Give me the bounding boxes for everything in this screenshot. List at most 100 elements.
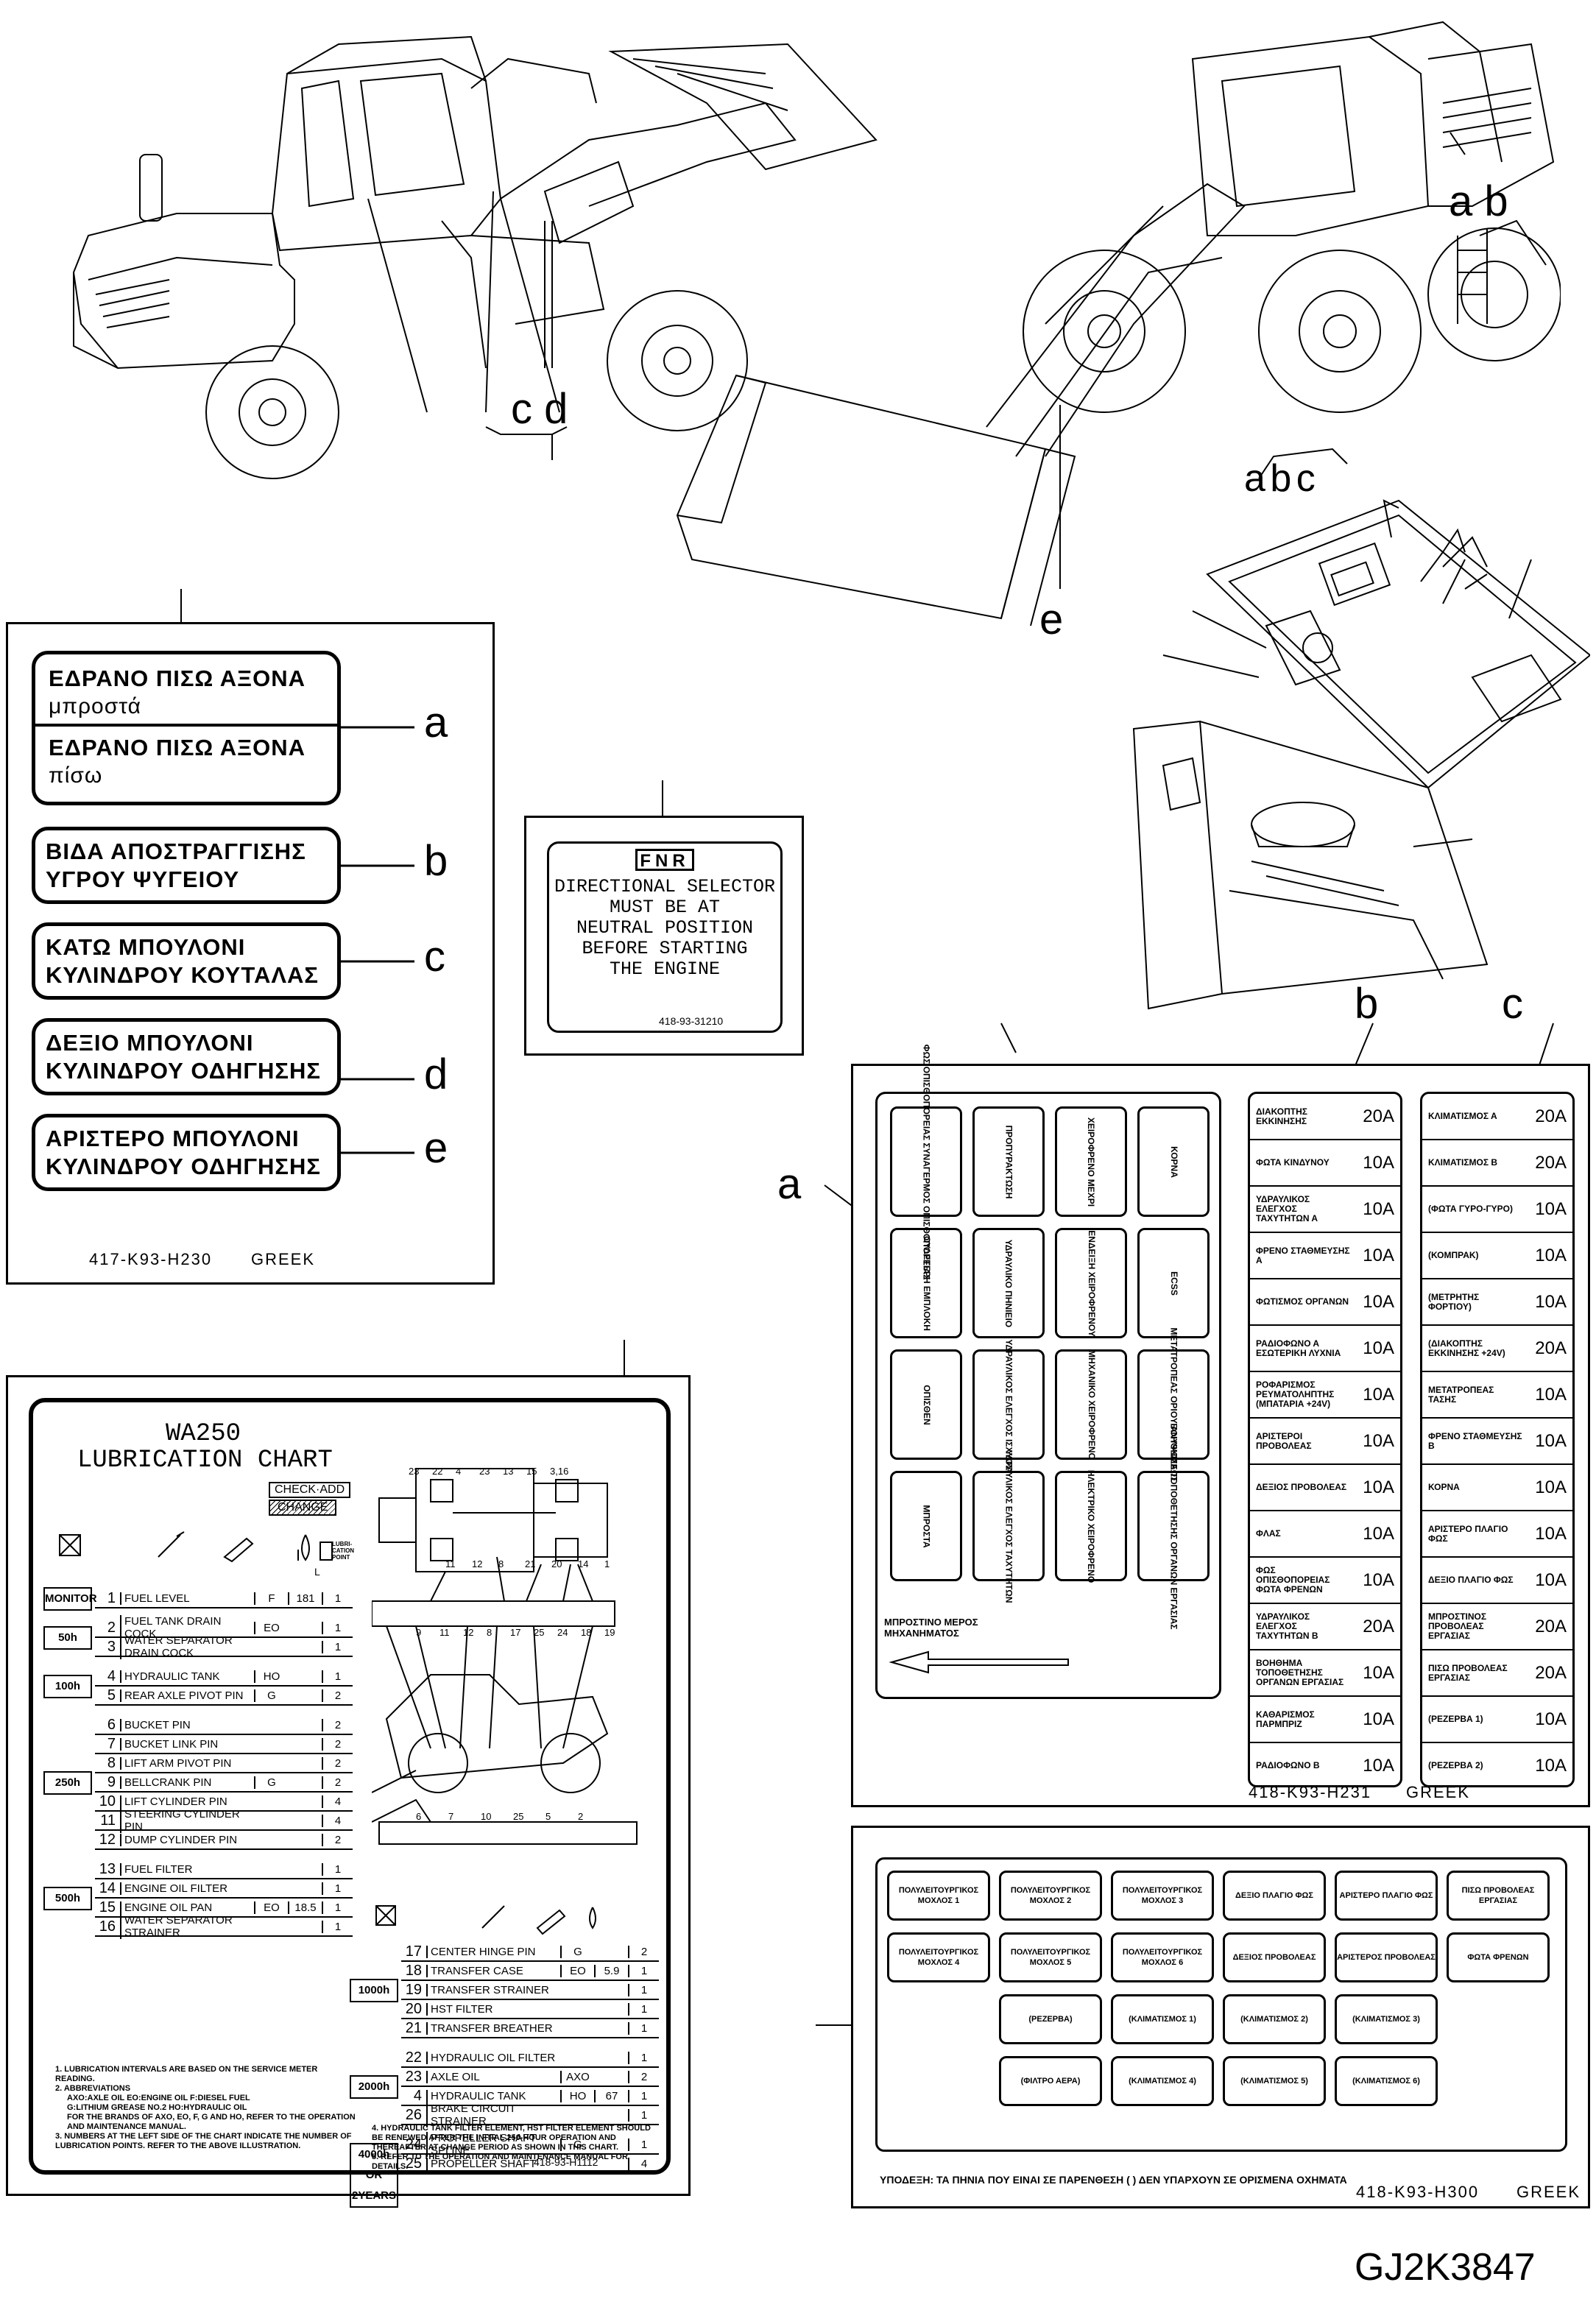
- fuse-row-label: ΦΡΕΝΟ ΣΤΑΘΜΕΥΣΗΣ Α: [1256, 1245, 1350, 1265]
- lube-schedule: MONITOR: [43, 1587, 97, 1611]
- lube-row-number: 16: [99, 1918, 116, 1935]
- lube-row-number: 21: [405, 2019, 422, 2036]
- lube-row-type: F: [254, 1592, 288, 1605]
- lube-row-points: 1: [628, 1964, 659, 1977]
- diagram-number: 22: [432, 1466, 443, 1477]
- lube-row-points: 1: [628, 1983, 659, 1996]
- lube-row-type: HO: [254, 1670, 288, 1683]
- lube-row-number: 18: [405, 1962, 422, 1979]
- fuse-slot-label: ΧΕΙΡΟΦΡΕΝΟ ΜΕΧΡΙ: [1086, 1117, 1097, 1207]
- diagram-number: 8: [487, 1627, 492, 1638]
- lube-row-number: 12: [99, 1831, 116, 1848]
- lube-row-points: 1: [628, 2051, 659, 2064]
- fuse-slot: ΧΕΙΡΟΦΡΕΝΟ ΜΕΧΡΙ: [1055, 1106, 1127, 1217]
- lube-col-l: L: [314, 1566, 320, 1578]
- relay-note: ΥΠΟΔΕΞΗ: ΤΑ ΠΗΝΙΑ ΠΟΥ ΕΙΝΑΙ ΣΕ ΠΑΡΕΝΘΕΣΗ…: [880, 2174, 1347, 2186]
- fuse-slot-label: ΥΔΡΑΥΛΙΚΟ ΠΗΝΙΕΙΟ: [1003, 1239, 1014, 1327]
- lube-row-item: LIFT CYLINDER PIN: [120, 1795, 254, 1808]
- relay-slot: (ΚΛΙΜΑΤΙΣΜΟΣ 1): [1111, 1994, 1214, 2044]
- lube-row-item: HST FILTER: [426, 2002, 560, 2016]
- fuse-row-label: (ΡΕΖΕΡΒΑ 1): [1428, 1714, 1483, 1724]
- lube-row-liters: 67: [594, 2089, 628, 2102]
- fuse-row-label: ΡΑΔΙΟΦΩΝΟ Α ΕΣΩΤΕΡΙΚΗ ΛΥΧΝΙΑ: [1256, 1338, 1341, 1358]
- fuse-row: (ΡΕΖΕΡΒΑ 2)10A: [1422, 1743, 1572, 1785]
- lube-row-points: 2: [628, 2070, 659, 2083]
- diagram-number: 25: [513, 1811, 524, 1822]
- fuse-slot-label: ECSS: [1168, 1271, 1179, 1296]
- fnr-line-3: NEUTRAL POSITION: [576, 917, 754, 939]
- diagram-number: 23: [479, 1466, 490, 1477]
- lube-row-points: 1: [322, 1920, 353, 1933]
- diagram-number: 7: [448, 1811, 454, 1822]
- lube-row-points: 1: [322, 1882, 353, 1895]
- fuse-slot: ΜΕΤΑΤΡΟΠΕΑΣ ΟΡΙΟΥ ΑΝΥΨΩΣΕΩΣ: [1137, 1327, 1210, 1482]
- fuse-slot: ΟΠΙΣΘΕΝ: [890, 1349, 962, 1460]
- fuse-row-label: ΥΔΡΑΥΛΙΚΟΣ ΕΛΕΓΧΟΣ ΤΑΧΥΤΗΤΩΝ Α: [1256, 1194, 1318, 1223]
- lube-row-points: 1: [628, 2021, 659, 2035]
- label-b-line2: ΥΓΡΟΥ ΨΥΓΕΙΟΥ: [46, 866, 240, 892]
- fuse-row-amps: 10A: [1363, 1662, 1394, 1683]
- lube-row-item: TRANSFER CASE: [426, 1964, 560, 1977]
- diagram-number: 6: [416, 1811, 422, 1822]
- lube-row-item: DUMP CYLINDER PIN: [120, 1833, 254, 1846]
- fuse-row-amps: 10A: [1535, 1384, 1567, 1405]
- fnr-line-1: DIRECTIONAL SELECTOR: [554, 876, 776, 897]
- fuse-slot-label: ΠΡΟΠΥΡΑΚΤΩΣΗ: [1003, 1125, 1014, 1198]
- lube-row-item: BELLCRANK PIN: [120, 1776, 254, 1789]
- lube-row-number: 5: [107, 1687, 116, 1703]
- fuse-row-label: ΒΟΗΘΗΜΑ ΤΟΠΟΘΕΤΗΣΗΣ ΟΡΓΑΝΩΝ ΕΡΓΑΣΙΑΣ: [1256, 1658, 1344, 1687]
- fuse-slot: ΕΝΔΕΙΞΗ ΧΕΙΡΟΦΡΕΝΟΥ: [1055, 1228, 1127, 1338]
- lube-row-number: 15: [99, 1899, 116, 1915]
- diagram-number: 15: [526, 1466, 537, 1477]
- fuse-row-amps: 20A: [1535, 1662, 1567, 1683]
- letter-c: c: [424, 933, 445, 981]
- lube-row-points: 2: [322, 1718, 353, 1731]
- note-2b: G:LITHIUM GREASE NO.2 HO:HYDRAULIC OIL: [67, 2103, 247, 2112]
- fuse-row-label: (ΚΟΜΠΡΑΚ): [1428, 1250, 1479, 1260]
- lube-row-item: HYDRAULIC TANK: [426, 2089, 560, 2102]
- fuse-row-amps: 20A: [1363, 1106, 1394, 1126]
- lube-row-item: BUCKET PIN: [120, 1718, 254, 1731]
- fuse-slot-label: ΟΠΙΣΘΕΝ: [921, 1384, 932, 1425]
- relay-slot: ΠΟΛΥΛΕΙΤΟΥΡΓΙΚΟΣ ΜΟΧΛΟΣ 3: [1111, 1871, 1214, 1921]
- lube-row-points: 1: [322, 1621, 353, 1634]
- lube-row-liters: 18.5: [288, 1901, 322, 1914]
- label-c-line2: ΚΥΛΙΝΔΡΟΥ ΚΟΥΤΑΛΑΣ: [46, 962, 319, 988]
- fuse-row-label: ΡΑΔΙΟΦΩΝΟ Β: [1256, 1760, 1320, 1770]
- lube-row-points: 1: [322, 1592, 353, 1605]
- lube-row-number: 3: [107, 1638, 116, 1655]
- fuse-language: GREEK: [1406, 1783, 1471, 1801]
- label-a: ΕΔΡΑΝΟ ΠΙΣΩ ΑΞΟΝΑ μπροστά ΕΔΡΑΝΟ ΠΙΣΩ ΑΞ…: [32, 651, 341, 805]
- fuse-callout-c: c: [1502, 980, 1523, 1028]
- fuse-slot-label: ΜΗΧΑΝΙΚΟ ΧΕΙΡΟΦΡΕΝΟ: [1086, 1349, 1097, 1460]
- lube-row-item: FUEL FILTER: [120, 1862, 254, 1876]
- loader-left-illustration: [73, 35, 878, 479]
- labels-code: 417-K93-H230: [89, 1250, 213, 1268]
- fnr-panel: FNR DIRECTIONAL SELECTOR MUST BE AT NEUT…: [524, 816, 804, 1056]
- relay-slot: (ΚΛΙΜΑΤΙΣΜΟΣ 6): [1335, 2056, 1438, 2106]
- diagram-number: 3,16: [550, 1466, 569, 1477]
- fuse-row-label: ΔΕΞΙΟ ΠΛΑΓΙΟ ΦΩΣ: [1428, 1575, 1514, 1585]
- callout-ab: a b: [1449, 177, 1508, 225]
- diagram-number: 17: [510, 1627, 521, 1638]
- fuse-row-label: ΚΟΡΝΑ: [1428, 1482, 1460, 1492]
- lube-row-number: 9: [107, 1773, 116, 1790]
- fuse-row-label: ΦΩΤΙΣΜΟΣ ΟΡΓΑΝΩΝ: [1256, 1296, 1349, 1307]
- fuse-slot: ΒΟΗΘΗΜΑ ΤΟΠΟΘΕΤΗΣΗΣ ΟΡΓΑΝΩΝ ΕΡΓΑΣΙΑΣ: [1137, 1423, 1210, 1629]
- fuse-row: (ΔΙΑΚΟΠΤΗΣ ΕΚΚΙΝΗΣΗΣ +24V)20A: [1422, 1326, 1572, 1372]
- relay-slot: ΠΟΛΥΛΕΙΤΟΥΡΓΙΚΟΣ ΜΟΧΛΟΣ 5: [999, 1932, 1102, 1982]
- fuse-row-amps: 10A: [1535, 1245, 1567, 1265]
